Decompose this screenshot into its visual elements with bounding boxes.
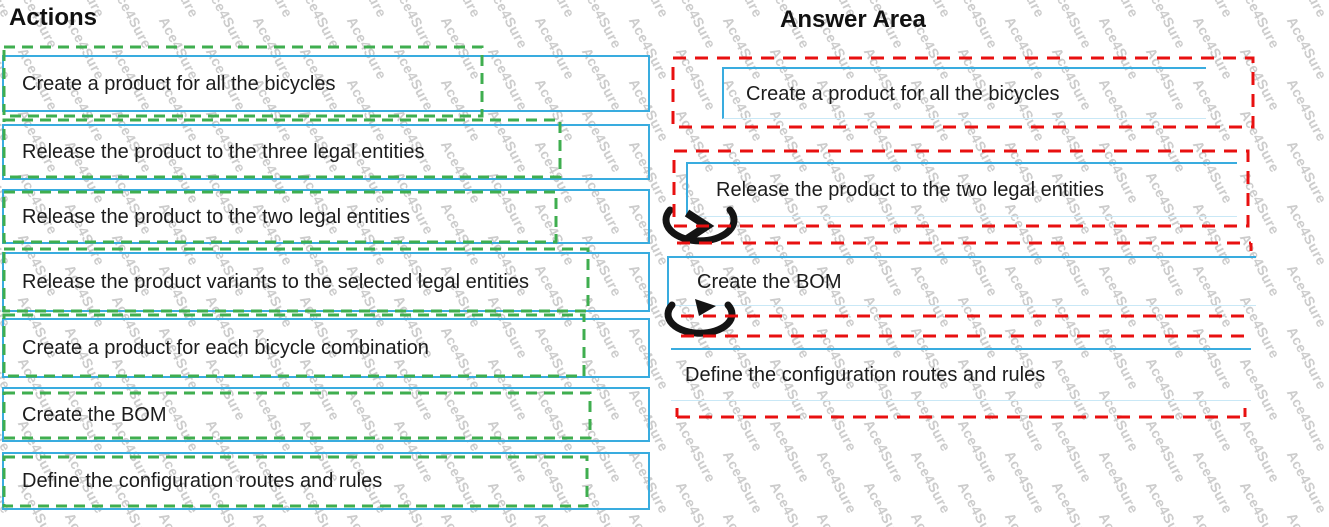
watermark-text: Ace4Sure (156, 0, 202, 20)
watermark-text: Ace4Sure (1283, 262, 1329, 331)
actions-column-title: Actions (9, 4, 98, 31)
watermark-text: Ace4Sure (1283, 200, 1329, 269)
watermark-text: Ace4Sure (1002, 0, 1048, 20)
watermark-text: Ace4Sure (578, 0, 626, 52)
watermark-text: Ace4Sure (1236, 479, 1284, 527)
watermark-text: Ace4Sure (1283, 14, 1329, 83)
circular-arrow-icon (664, 301, 736, 337)
watermark-text: Ace4Sure (1096, 0, 1142, 20)
answer-item-define-configuration-routes[interactable]: Define the configuration routes and rule… (671, 348, 1251, 401)
watermark-text: Ace4Sure (672, 479, 720, 527)
watermark-text: Ace4Sure (1189, 448, 1237, 517)
watermark-text: Ace4Sure (438, 0, 484, 20)
watermark-text: Ace4Sure (908, 510, 954, 527)
watermark-text: Ace4Sure (813, 448, 861, 517)
watermark-text: Ace4Sure (626, 510, 672, 527)
action-item-label: Create the BOM (22, 403, 167, 426)
action-item-label: Define the configuration routes and rule… (22, 470, 383, 492)
watermark-text: Ace4Sure (1236, 417, 1284, 486)
watermark-text: Ace4Sure (1142, 0, 1190, 52)
action-item-label: Release the product variants to the sele… (22, 271, 529, 293)
watermark-text: Ace4Sure (296, 0, 344, 52)
watermark-text: Ace4Sure (907, 448, 955, 517)
watermark-text: Ace4Sure (1002, 510, 1048, 527)
watermark-text: Ace4Sure (250, 510, 296, 527)
watermark-text: Ace4Sure (766, 479, 814, 527)
watermark-text: Ace4Sure (672, 417, 720, 486)
watermark-text: Ace4Sure (1284, 510, 1329, 527)
watermark-text: Ace4Sure (532, 510, 578, 527)
watermark-text: Ace4Sure (1236, 45, 1284, 114)
watermark-text: Ace4Sure (1142, 417, 1190, 486)
watermark-text: Ace4Sure (860, 417, 908, 486)
action-item-label: Release the product to the two legal ent… (22, 205, 411, 228)
answer-item-create-product-all-bicycles[interactable]: Create a product for all the bicycles (722, 67, 1206, 119)
action-item-label: Create a product for all the bicycles (22, 72, 336, 95)
watermark-text: Ace4Sure (62, 510, 108, 527)
watermark-text: Ace4Sure (344, 510, 390, 527)
watermark-text: Ace4Sure (1236, 169, 1284, 238)
action-item-release-product-variants[interactable]: Release the product variants to the sele… (2, 252, 650, 312)
answer-item-label: Create a product for all the bicycles (746, 82, 1060, 105)
watermark-text: Ace4Sure (626, 0, 672, 20)
action-item-create-product-each-combination[interactable]: Create a product for each bicycle combin… (2, 318, 650, 378)
watermark-text: Ace4Sure (954, 417, 1002, 486)
answer-item-label: Release the product to the two legal ent… (716, 179, 1105, 201)
watermark-text: Ace4Sure (1048, 479, 1096, 527)
watermark-text: Ace4Sure (202, 0, 250, 52)
watermark-text: Ace4Sure (1283, 138, 1329, 207)
action-item-label: Release the product to the three legal e… (22, 141, 425, 163)
watermark-text: Ace4Sure (532, 0, 578, 20)
watermark-text: Ace4Sure (814, 510, 860, 527)
watermark-text: Ace4Sure (720, 510, 766, 527)
watermark-text: Ace4Sure (108, 0, 156, 52)
watermark-text: Ace4Sure (1236, 0, 1284, 52)
watermark-text: Ace4Sure (720, 0, 766, 20)
watermark-text: Ace4Sure (1283, 386, 1329, 455)
watermark-text: Ace4Sure (954, 479, 1002, 527)
action-item-create-bom[interactable]: Create the BOM (2, 387, 650, 442)
watermark-text: Ace4Sure (1001, 448, 1049, 517)
watermark-text: Ace4Sure (0, 510, 14, 527)
watermark-text: Ace4Sure (1284, 0, 1329, 20)
action-item-release-three-legal-entities[interactable]: Release the product to the three legal e… (2, 124, 650, 180)
watermark-text: Ace4Sure (1048, 0, 1096, 52)
watermark-text: Ace4Sure (766, 417, 814, 486)
watermark-text: Ace4Sure (390, 0, 438, 52)
watermark-text: Ace4Sure (719, 448, 767, 517)
watermark-text: Ace4Sure (344, 0, 390, 20)
watermark-text: Ace4Sure (1283, 324, 1329, 393)
watermark-text: Ace4Sure (1096, 510, 1142, 527)
watermark-text: Ace4Sure (1190, 0, 1236, 20)
watermark-text: Ace4Sure (1283, 76, 1329, 145)
action-item-release-two-legal-entities[interactable]: Release the product to the two legal ent… (2, 189, 650, 244)
watermark-text: Ace4Sure (438, 510, 484, 527)
watermark-text: Ace4Sure (484, 0, 532, 52)
watermark-text: Ace4Sure (672, 0, 720, 52)
watermark-text: Ace4Sure (860, 479, 908, 527)
answer-item-label: Define the configuration routes and rule… (685, 364, 1046, 386)
watermark-text: Ace4Sure (1190, 510, 1236, 527)
watermark-text: Ace4Sure (672, 45, 720, 114)
watermark-text: Ace4Sure (1095, 448, 1143, 517)
watermark-text: Ace4Sure (1142, 479, 1190, 527)
action-item-label: Create a product for each bicycle combin… (22, 337, 429, 359)
action-item-define-configuration-routes[interactable]: Define the configuration routes and rule… (2, 452, 650, 510)
answer-item-label: Create the BOM (697, 270, 842, 293)
watermark-text: Ace4Sure (954, 0, 1002, 52)
watermark-text: Ace4Sure (1283, 448, 1329, 517)
watermark-text: Ace4Sure (1048, 417, 1096, 486)
watermark-text: Ace4Sure (156, 510, 202, 527)
action-item-create-product-all-bicycles[interactable]: Create a product for all the bicycles (2, 55, 650, 112)
answer-item-create-bom[interactable]: Create the BOM (667, 256, 1256, 306)
watermark-text: Ace4Sure (1236, 107, 1284, 176)
answer-area-title: Answer Area (780, 6, 926, 33)
answer-item-release-two-legal-entities[interactable]: Release the product to the two legal ent… (686, 162, 1237, 217)
watermark-text: Ace4Sure (250, 0, 296, 20)
